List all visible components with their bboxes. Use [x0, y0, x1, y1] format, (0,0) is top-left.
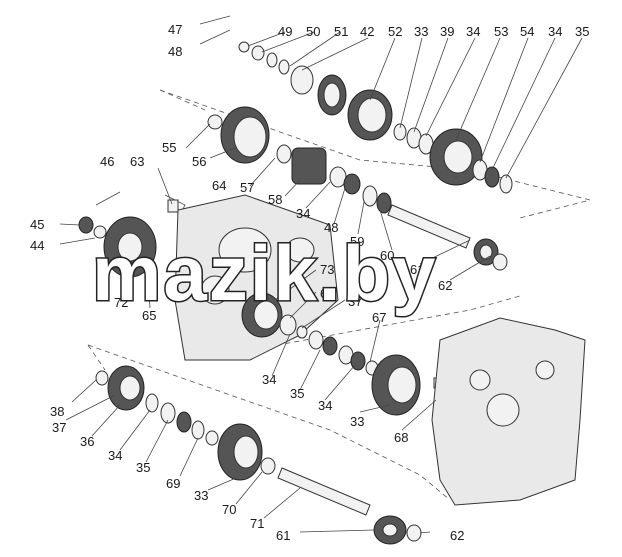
- callout-34: 34: [548, 24, 562, 39]
- callout-58: 58: [268, 192, 282, 207]
- callout-57: 57: [240, 180, 254, 195]
- callout-34: 34: [296, 206, 310, 221]
- callout-52: 52: [388, 24, 402, 39]
- leader-lines: [59, 15, 583, 534]
- callout-53: 53: [494, 24, 508, 39]
- callout-34: 34: [466, 24, 480, 39]
- callout-34: 34: [318, 398, 332, 413]
- callout-64: 64: [212, 178, 226, 193]
- callout-71: 71: [250, 516, 264, 531]
- callout-46: 46: [100, 154, 114, 169]
- callout-68: 68: [394, 430, 408, 445]
- callout-49: 49: [278, 24, 292, 39]
- callout-67: 67: [372, 310, 386, 325]
- callout-39: 39: [440, 24, 454, 39]
- right-housing: [431, 317, 586, 506]
- callout-72: 72: [114, 295, 128, 310]
- callout-66: 66: [320, 286, 334, 301]
- callout-61: 61: [276, 528, 290, 543]
- callout-62: 62: [438, 278, 452, 293]
- callout-61: 61: [410, 262, 424, 277]
- callout-33: 33: [414, 24, 428, 39]
- callout-56: 56: [192, 154, 206, 169]
- callout-44: 44: [30, 238, 44, 253]
- callout-37: 37: [348, 294, 362, 309]
- callout-36: 36: [80, 434, 94, 449]
- axis-lines: [87, 89, 591, 501]
- callout-50: 50: [306, 24, 320, 39]
- upper-shaft-group: [238, 41, 513, 194]
- callout-34: 34: [262, 372, 276, 387]
- callout-35: 35: [136, 460, 150, 475]
- callout-69: 69: [166, 476, 180, 491]
- callout-48: 48: [168, 44, 182, 59]
- callout-45: 45: [30, 217, 44, 232]
- callout-48: 48: [324, 220, 338, 235]
- callout-59: 59: [350, 234, 364, 249]
- callout-33: 33: [350, 414, 364, 429]
- callout-35: 35: [290, 386, 304, 401]
- watermark-text: mazik.by: [92, 229, 437, 317]
- callout-63: 63: [130, 154, 144, 169]
- callout-37: 37: [52, 420, 66, 435]
- callout-70: 70: [222, 502, 236, 517]
- callout-60: 60: [380, 248, 394, 263]
- left-gear-group: [78, 191, 186, 278]
- callout-65: 65: [142, 308, 156, 323]
- callout-34: 34: [108, 448, 122, 463]
- callout-62: 62: [450, 528, 464, 543]
- callout-labels: 47 48 49 50 51 42 52 33 39 34 53 54 34 3…: [30, 22, 589, 543]
- callout-47: 47: [168, 22, 182, 37]
- callout-54: 54: [520, 24, 534, 39]
- callout-51: 51: [334, 24, 348, 39]
- callout-35: 35: [575, 24, 589, 39]
- middle-shaft-group: [241, 292, 443, 416]
- callout-73: 73: [320, 262, 334, 277]
- callout-38: 38: [50, 404, 64, 419]
- callout-55: 55: [162, 140, 176, 155]
- lower-shaft-group: [95, 365, 422, 545]
- callout-42: 42: [360, 24, 374, 39]
- callout-33: 33: [194, 488, 208, 503]
